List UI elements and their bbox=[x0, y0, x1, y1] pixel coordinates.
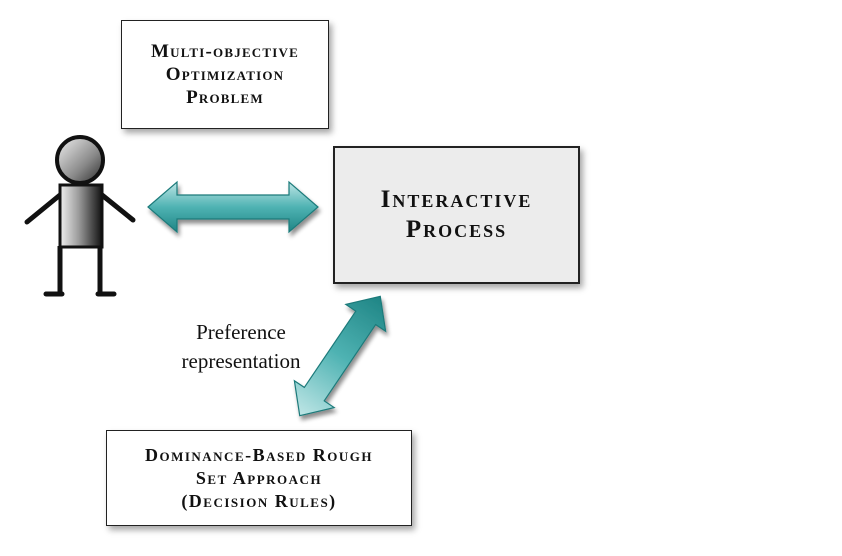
person-icon bbox=[24, 135, 136, 297]
edge-label-line: Preference bbox=[196, 320, 286, 344]
interactive-box-line: Interactive bbox=[380, 186, 533, 213]
moo-box-line: Multi-objective bbox=[151, 41, 299, 62]
moo-box-line: Problem bbox=[186, 87, 264, 108]
drsa-box-line: Dominance-Based Rough bbox=[144, 444, 374, 465]
drsa-box: Dominance-Based Rough Set Approach (Deci… bbox=[106, 430, 412, 526]
interactive-process-box: Interactive Process bbox=[333, 146, 580, 284]
edge-label-line: representation bbox=[181, 349, 301, 373]
moo-problem-box: Multi-objective Optimization Problem bbox=[121, 20, 329, 129]
drsa-box-line: Set Approach bbox=[195, 467, 323, 488]
interactive-box-line: Process bbox=[405, 216, 508, 243]
preference-representation-label: Preference representation bbox=[150, 318, 332, 376]
double-arrow-icon bbox=[147, 180, 319, 234]
moo-box-line: Optimization bbox=[165, 64, 285, 85]
drsa-box-line: (Decision Rules) bbox=[181, 490, 337, 511]
double-arrow-icon bbox=[293, 295, 387, 417]
